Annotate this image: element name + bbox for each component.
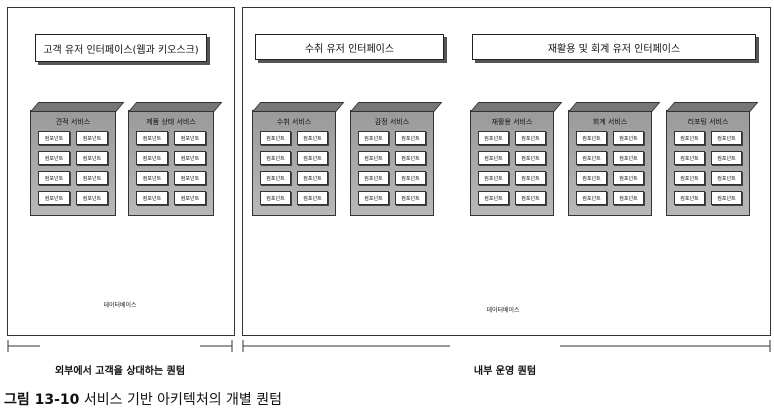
component-box: 컴포넌트: [576, 191, 607, 205]
component-grid: 컴포넌트 컴포넌트 컴포넌트 컴포넌트 컴포넌트 컴포넌트 컴포넌트 컴포넌트: [38, 131, 108, 205]
component-box: 컴포넌트: [297, 171, 328, 185]
component-box: 컴포넌트: [515, 131, 546, 145]
figure-caption: 그림 13-10 서비스 기반 아키텍처의 개별 퀀텀: [4, 389, 282, 409]
customer-ui-label: 고객 유저 인터페이스(웹과 키오스크): [43, 44, 199, 56]
component-grid: 컴포넌트 컴포넌트 컴포넌트 컴포넌트 컴포넌트 컴포넌트 컴포넌트 컴포넌트: [478, 131, 546, 205]
component-box: 컴포넌트: [576, 151, 607, 165]
component-grid: 컴포넌트 컴포넌트 컴포넌트 컴포넌트 컴포넌트 컴포넌트 컴포넌트 컴포넌트: [576, 131, 644, 205]
component-box: 컴포넌트: [395, 151, 426, 165]
service-label: 감정 서비스: [374, 118, 410, 126]
component-box: 컴포넌트: [260, 191, 291, 205]
service-label: 재활용 서비스: [491, 118, 533, 126]
component-box: 컴포넌트: [515, 191, 546, 205]
bracket-external: [7, 340, 233, 352]
service-intake: 수취 서비스 컴포넌트 컴포넌트 컴포넌트 컴포넌트 컴포넌트 컴포넌트 컴포넌…: [252, 102, 345, 216]
figure-number: 그림 13-10: [4, 392, 80, 408]
component-box: 컴포넌트: [260, 131, 291, 145]
component-grid: 컴포넌트 컴포넌트 컴포넌트 컴포넌트 컴포넌트 컴포넌트 컴포넌트 컴포넌트: [260, 131, 328, 205]
service-label: 견적 서비스: [55, 118, 91, 126]
service-accounting: 회계 서비스 컴포넌트 컴포넌트 컴포넌트 컴포넌트 컴포넌트 컴포넌트 컴포넌…: [568, 102, 661, 216]
bracket-internal: [242, 340, 771, 352]
component-box: 컴포넌트: [174, 151, 206, 165]
database-left-label: 데이터베이스: [103, 302, 137, 309]
component-grid: 컴포넌트 컴포넌트 컴포넌트 컴포넌트 컴포넌트 컴포넌트 컴포넌트 컴포넌트: [358, 131, 426, 205]
service-label: 회계 서비스: [592, 118, 628, 126]
component-box: 컴포넌트: [297, 151, 328, 165]
component-box: 컴포넌트: [260, 171, 291, 185]
recycling-accounting-ui-box: 재활용 및 회계 유저 인터페이스: [472, 34, 756, 60]
recycling-accounting-ui-label: 재활용 및 회계 유저 인터페이스: [547, 43, 681, 55]
component-box: 컴포넌트: [358, 131, 389, 145]
component-box: 컴포넌트: [674, 171, 705, 185]
service-assessment: 감정 서비스 컴포넌트 컴포넌트 컴포넌트 컴포넌트 컴포넌트 컴포넌트 컴포넌…: [350, 102, 443, 216]
component-box: 컴포넌트: [613, 151, 644, 165]
service-label: 제품 상태 서비스: [146, 118, 196, 126]
component-box: 컴포넌트: [358, 171, 389, 185]
component-box: 컴포넌트: [136, 131, 168, 145]
intake-ui-label: 수취 유저 인터페이스: [304, 43, 395, 55]
intake-ui-box: 수취 유저 인터페이스: [255, 34, 444, 60]
component-box: 컴포넌트: [613, 171, 644, 185]
service-product-status: 제품 상태 서비스 컴포넌트 컴포넌트 컴포넌트 컴포넌트 컴포넌트 컴포넌트 …: [128, 102, 223, 216]
service-reporting: 리포팅 서비스 컴포넌트 컴포넌트 컴포넌트 컴포넌트 컴포넌트 컴포넌트 컴포…: [666, 102, 759, 216]
service-recycling: 재활용 서비스 컴포넌트 컴포넌트 컴포넌트 컴포넌트 컴포넌트 컴포넌트 컴포…: [470, 102, 563, 216]
component-box: 컴포넌트: [515, 171, 546, 185]
component-box: 컴포넌트: [38, 151, 70, 165]
component-box: 컴포넌트: [174, 131, 206, 145]
component-box: 컴포넌트: [260, 151, 291, 165]
component-box: 컴포넌트: [515, 151, 546, 165]
component-box: 컴포넌트: [358, 151, 389, 165]
component-box: 컴포넌트: [576, 131, 607, 145]
component-box: 컴포넌트: [478, 151, 509, 165]
component-box: 컴포넌트: [136, 191, 168, 205]
component-box: 컴포넌트: [38, 171, 70, 185]
component-grid: 컴포넌트 컴포넌트 컴포넌트 컴포넌트 컴포넌트 컴포넌트 컴포넌트 컴포넌트: [136, 131, 206, 205]
component-box: 컴포넌트: [395, 131, 426, 145]
service-label: 수취 서비스: [276, 118, 312, 126]
component-box: 컴포넌트: [136, 151, 168, 165]
service-quote: 견적 서비스 컴포넌트 컴포넌트 컴포넌트 컴포넌트 컴포넌트 컴포넌트 컴포넌…: [30, 102, 125, 216]
database-right-label: 데이터베이스: [486, 307, 520, 314]
component-box: 컴포넌트: [395, 171, 426, 185]
component-box: 컴포넌트: [711, 191, 742, 205]
component-box: 컴포넌트: [76, 191, 108, 205]
component-box: 컴포넌트: [76, 151, 108, 165]
component-box: 컴포넌트: [38, 131, 70, 145]
customer-ui-box: 고객 유저 인터페이스(웹과 키오스크): [35, 34, 207, 62]
external-quantum-label: 외부에서 고객을 상대하는 퀀텀: [54, 366, 186, 377]
component-box: 컴포넌트: [711, 131, 742, 145]
component-box: 컴포넌트: [297, 191, 328, 205]
component-box: 컴포넌트: [174, 191, 206, 205]
component-box: 컴포넌트: [297, 131, 328, 145]
component-box: 컴포넌트: [711, 151, 742, 165]
component-box: 컴포넌트: [711, 171, 742, 185]
component-box: 컴포넌트: [358, 191, 389, 205]
component-box: 컴포넌트: [478, 191, 509, 205]
component-box: 컴포넌트: [478, 171, 509, 185]
component-grid: 컴포넌트 컴포넌트 컴포넌트 컴포넌트 컴포넌트 컴포넌트 컴포넌트 컴포넌트: [674, 131, 742, 205]
component-box: 컴포넌트: [613, 131, 644, 145]
component-box: 컴포넌트: [76, 131, 108, 145]
component-box: 컴포넌트: [674, 151, 705, 165]
component-box: 컴포넌트: [38, 191, 70, 205]
component-box: 컴포넌트: [576, 171, 607, 185]
component-box: 컴포넌트: [395, 191, 426, 205]
component-box: 컴포넌트: [674, 131, 705, 145]
component-box: 컴포넌트: [478, 131, 509, 145]
service-label: 리포팅 서비스: [687, 118, 729, 126]
component-box: 컴포넌트: [674, 191, 705, 205]
component-box: 컴포넌트: [174, 171, 206, 185]
component-box: 컴포넌트: [76, 171, 108, 185]
component-box: 컴포넌트: [136, 171, 168, 185]
internal-quantum-label: 내부 운영 퀀텀: [473, 366, 537, 377]
component-box: 컴포넌트: [613, 191, 644, 205]
figure-title: 서비스 기반 아키텍처의 개별 퀀텀: [83, 392, 282, 408]
